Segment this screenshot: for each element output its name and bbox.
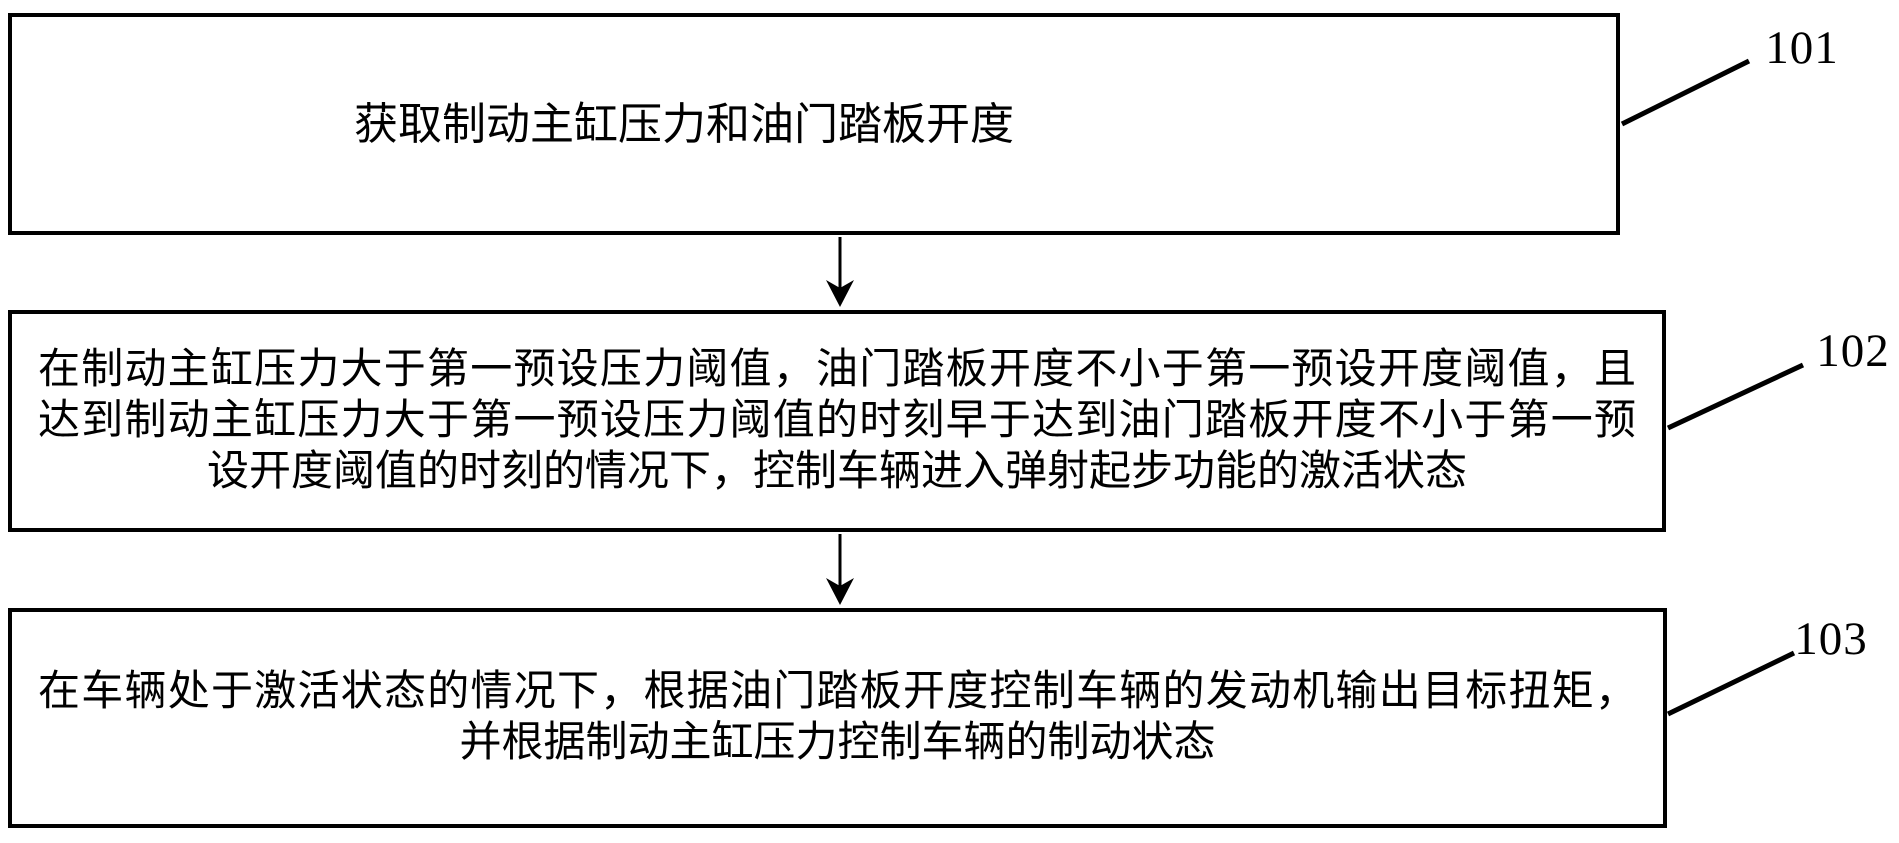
down-arrow-2-head-icon xyxy=(826,578,854,605)
process-box-102-text-line-2: 达到制动主缸压力大于第一预设压力阈值的时刻早于达到油门踏板开度不小于第一预 xyxy=(38,397,1636,444)
process-box-102: 在制动主缸压力大于第一预设压力阈值，油门踏板开度不小于第一预设开度阈值，且 达到… xyxy=(8,310,1666,532)
process-box-103-text-line-2: 并根据制动主缸压力控制车辆的制动状态 xyxy=(459,720,1216,766)
down-arrow-1-head-icon xyxy=(826,280,854,307)
ref-label-103: 103 xyxy=(1794,613,1868,665)
ref-label-101: 101 xyxy=(1765,22,1839,74)
process-box-101-text-line-1: 获取制动主缸压力和油门踏板开度 xyxy=(354,99,1014,149)
process-box-101: 获取制动主缸压力和油门踏板开度 xyxy=(8,13,1620,235)
process-box-102-text-line-3: 设开度阈值的时刻的情况下，控制车辆进入弹射起步功能的激活状态 xyxy=(206,448,1467,495)
leader-line-102 xyxy=(1666,362,1805,431)
process-box-103-text-line-1: 在车辆处于激活状态的情况下，根据油门踏板开度控制车辆的发动机输出目标扭矩， xyxy=(38,669,1637,715)
ref-label-102: 102 xyxy=(1816,325,1890,377)
leader-line-103 xyxy=(1666,650,1796,717)
process-box-102-text-line-1: 在制动主缸压力大于第一预设压力阈值，油门踏板开度不小于第一预设开度阈值，且 xyxy=(38,346,1636,393)
process-box-103: 在车辆处于激活状态的情况下，根据油门踏板开度控制车辆的发动机输出目标扭矩， 并根… xyxy=(8,608,1667,828)
leader-line-101 xyxy=(1620,58,1751,127)
